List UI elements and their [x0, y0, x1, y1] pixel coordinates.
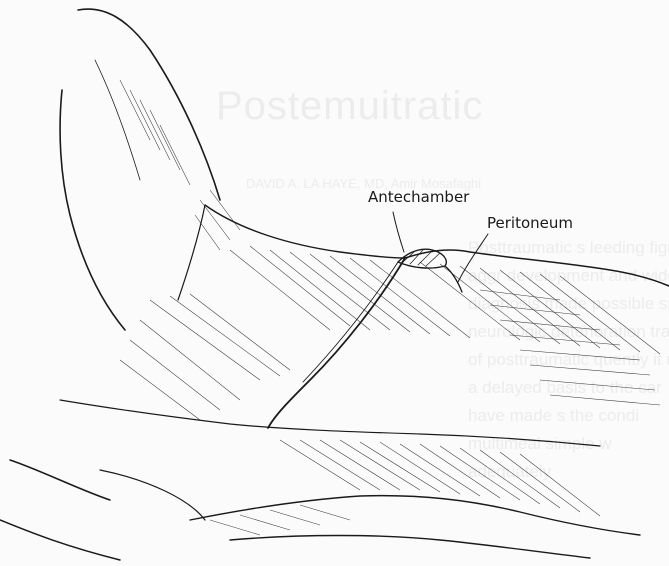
- body-outline: [0, 520, 120, 560]
- limb-inner-contour: [95, 60, 140, 180]
- limb-outline: [60, 90, 125, 330]
- abdomen-fold: [60, 400, 600, 446]
- incision-line: [303, 262, 398, 382]
- skin-fold: [178, 205, 205, 300]
- leader-peritoneum: [458, 234, 488, 282]
- leader-antechamber: [393, 212, 404, 252]
- lower-outline: [190, 496, 640, 535]
- skin-fold: [205, 205, 405, 258]
- incision-line: [268, 258, 405, 428]
- limb-outline: [78, 9, 220, 200]
- label-antechamber: Antechamber: [368, 190, 469, 205]
- label-peritoneum: Peritoneum: [487, 216, 573, 231]
- lower-outline: [100, 470, 205, 520]
- antechamber-hatching: [403, 250, 440, 266]
- skin-surface: [405, 250, 669, 286]
- lower-outline: [230, 536, 590, 559]
- body-outline: [10, 460, 110, 500]
